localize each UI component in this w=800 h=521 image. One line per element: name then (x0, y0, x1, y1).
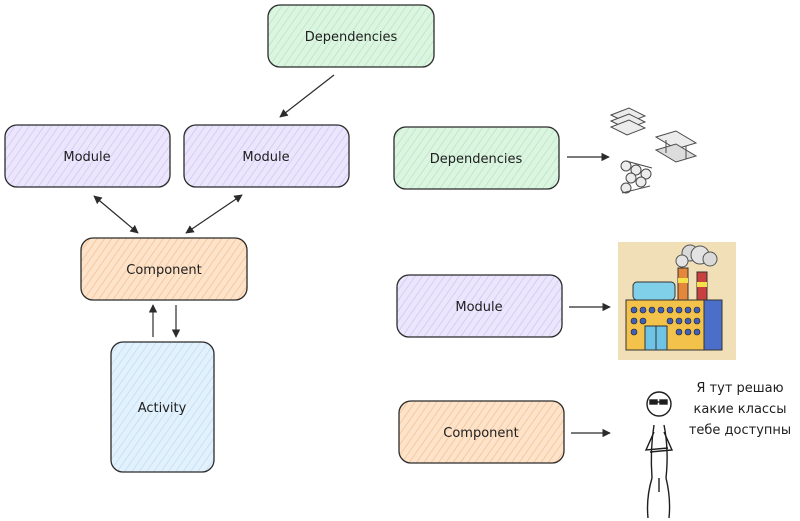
node-dependencies-top: Dependencies (267, 4, 435, 68)
arrow-module-left-component (93, 195, 139, 234)
legend-dependencies-label: Dependencies (430, 152, 523, 167)
node-module-right-label: Module (242, 150, 289, 165)
node-module-left-label: Module (63, 150, 110, 165)
node-component: Component (80, 237, 248, 301)
speech-line-2: какие классы (694, 402, 787, 417)
speech-line-3: тебе доступны (689, 423, 791, 438)
legend-component-label: Component (443, 426, 518, 441)
node-dependencies-top-label: Dependencies (305, 30, 398, 45)
stick-figure-with-sunglasses (644, 391, 674, 519)
legend-dependencies: Dependencies (393, 126, 560, 190)
legend-module-label: Module (455, 300, 502, 315)
arrow-module-right-component (185, 194, 243, 234)
node-activity: Activity (110, 341, 215, 473)
metal-parts-icon (609, 107, 698, 194)
factory-illustration (618, 242, 736, 360)
node-module-left: Module (4, 124, 171, 188)
node-module-right: Module (183, 124, 350, 188)
node-component-label: Component (126, 263, 201, 278)
node-activity-label: Activity (138, 401, 187, 416)
speech-bubble-text: Я тут решаю какие классы тебе доступны (689, 381, 791, 438)
legend-module: Module (396, 274, 563, 338)
speech-line-1: Я тут решаю (696, 381, 783, 396)
arrow-dependencies-to-module (279, 74, 335, 118)
legend-component: Component (398, 400, 565, 464)
